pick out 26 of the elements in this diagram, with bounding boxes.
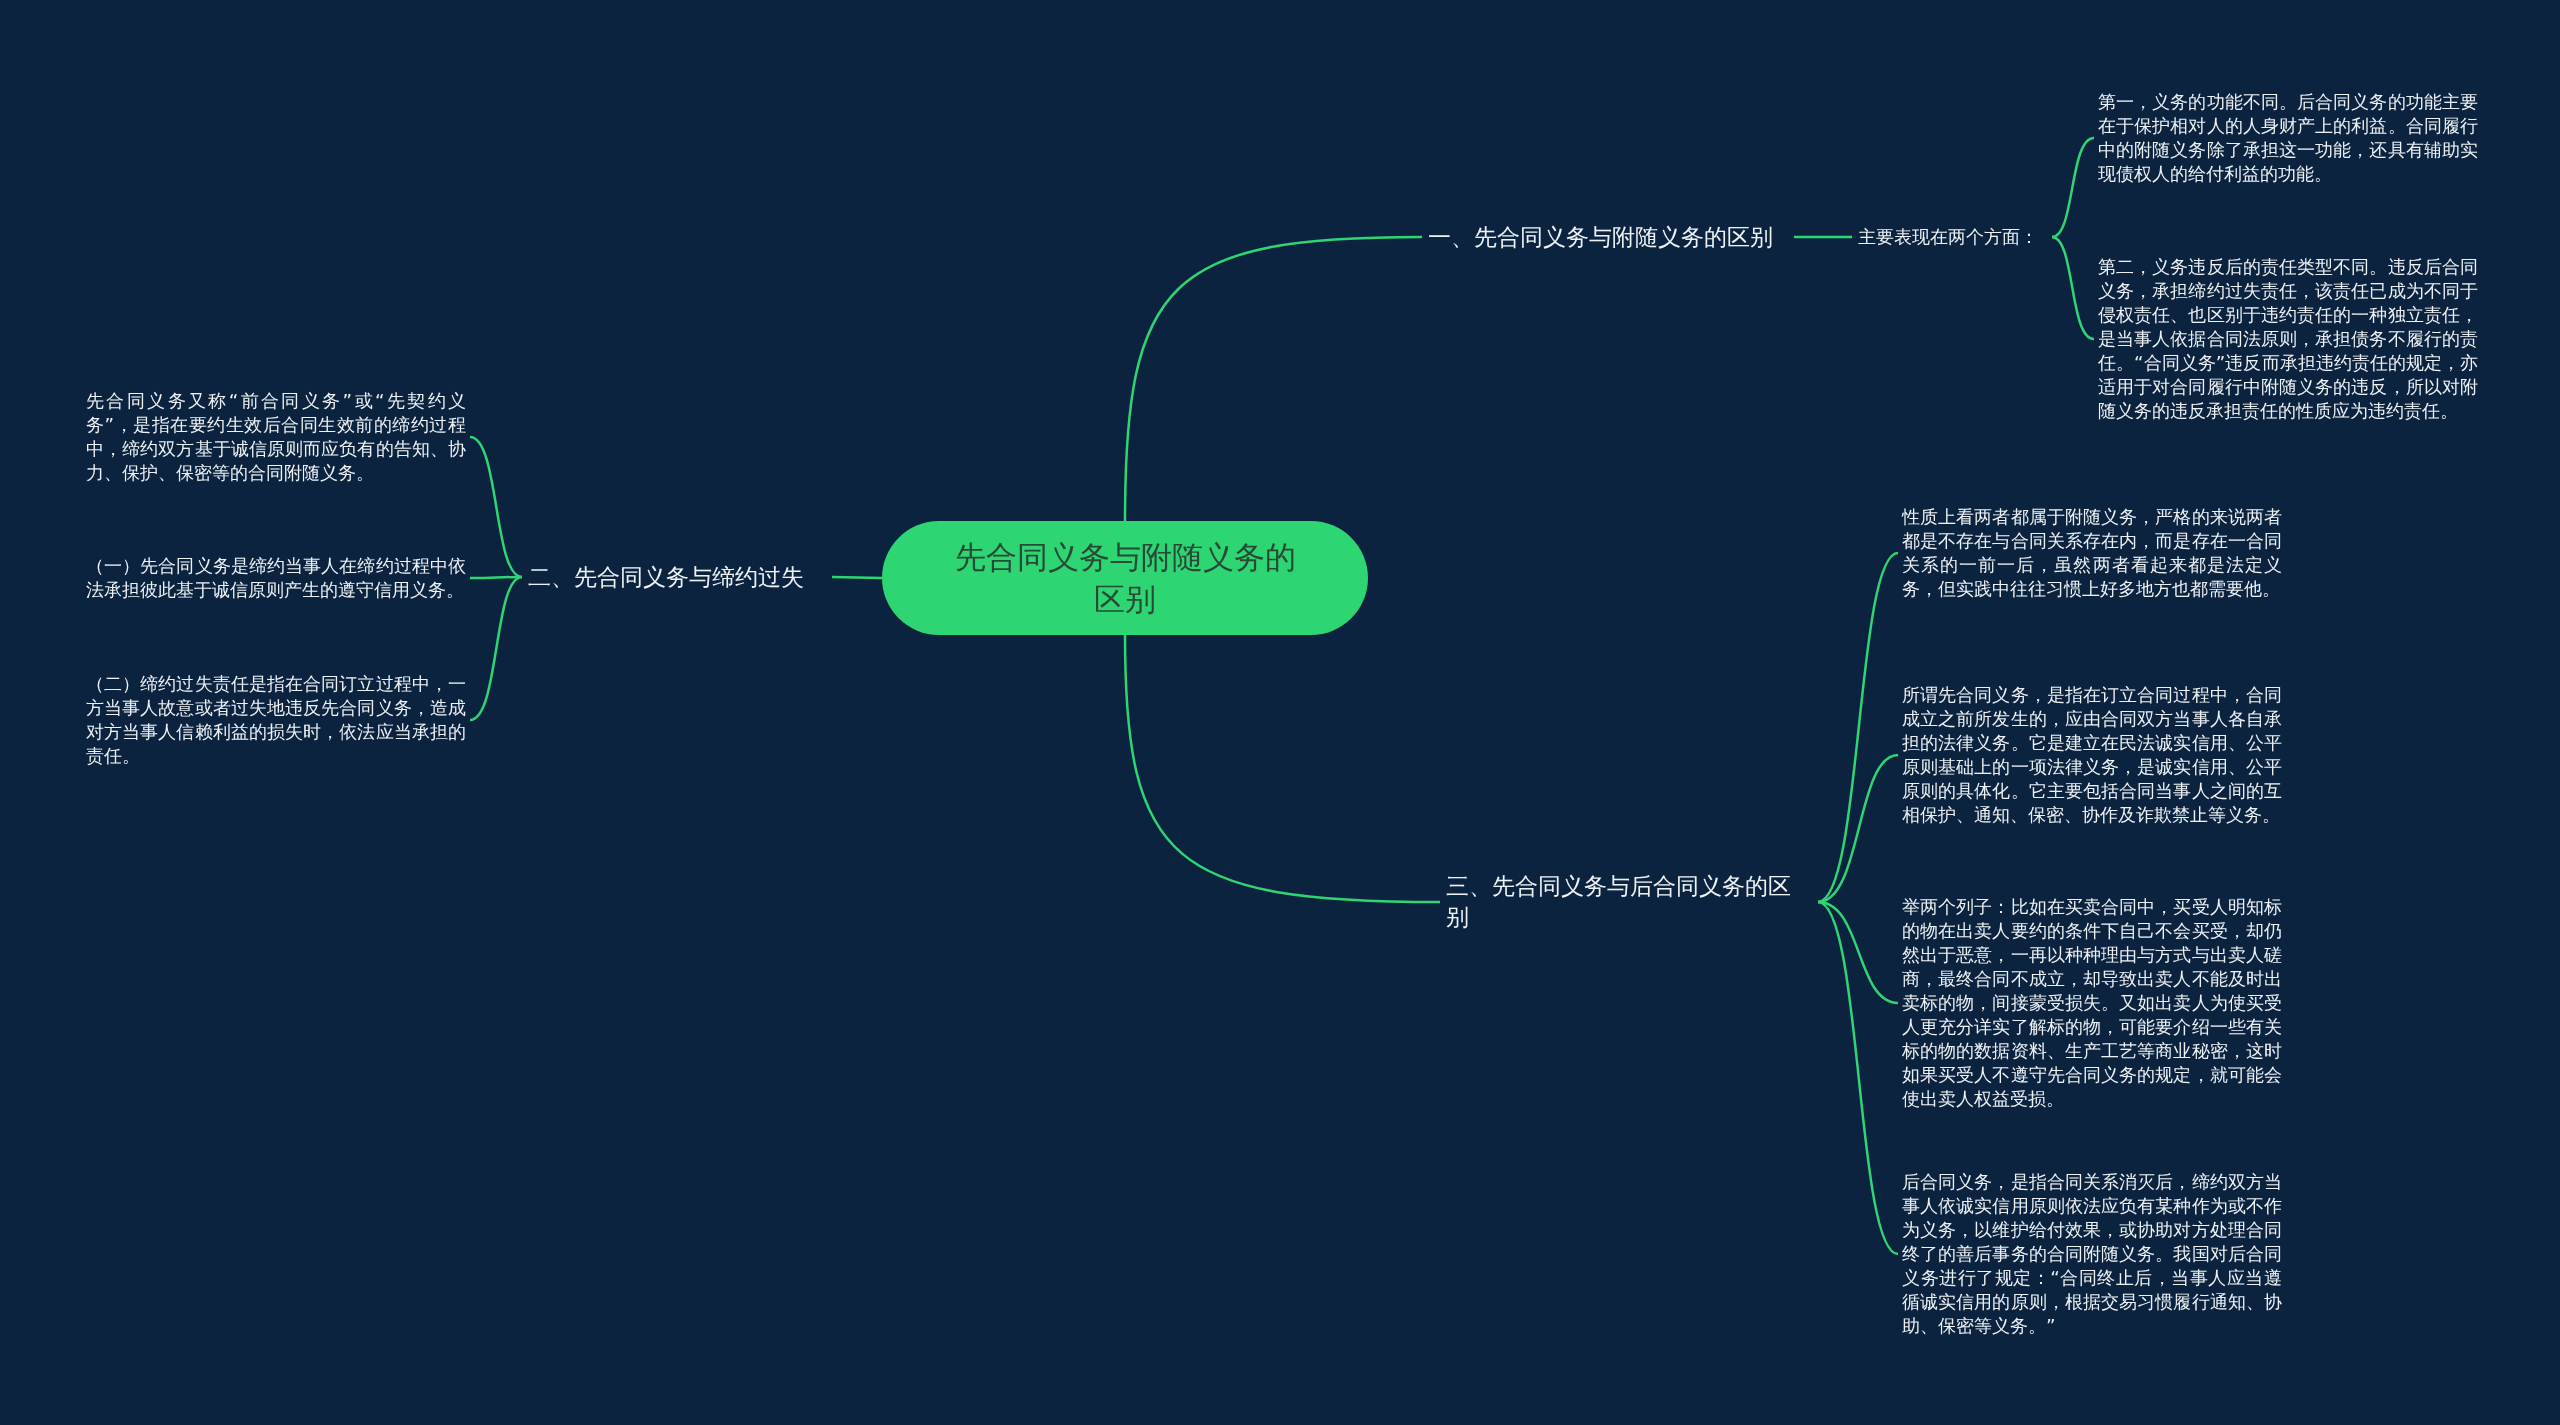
connector-line xyxy=(469,575,523,722)
note-text: 性质上看两者都属于附随义务，严格的来说两者都是不存在与合同关系存在内，而是存在一合同关系的一前一后，虽然两者看起来都是法定义务，但实践中往往习惯上好多地方也都需要他。 xyxy=(1898,505,2286,601)
connector-line xyxy=(2051,235,2095,341)
connector-line xyxy=(1794,235,1852,239)
branch-label: 二、先合同义务与缔约过失 xyxy=(522,561,832,593)
note-text: （一）先合同义务是缔约当事人在缔约过程中依法承担彼此基于诚信原则产生的遵守信用义务。 xyxy=(82,554,470,602)
note-text: 第一，义务的功能不同。后合同义务的功能主要在于保护相对人的人身财产上的利益。合同履行中的附随义务除了承担这一功能，还具有辅助实现债权人的给付利益的功能。 xyxy=(2094,90,2482,186)
note-text: 所谓先合同义务，是指在订立合同过程中，合同成立之前所发生的，应由合同双方当事人各自承担的法律义务。它是建立在民法诚实信用、公平原则基础上的一项法律义务，是诚实信用、公平原则的具体化。它主要包括合同当事人之间的互相保护、通知、保密、协作及诈欺禁止等义务。 xyxy=(1898,683,2286,827)
branch-label: 三、先合同义务与后合同义务的区别 xyxy=(1440,871,1818,933)
sub-branch-label: 主要表现在两个方面： xyxy=(1852,224,2052,250)
connector-line xyxy=(2051,136,2095,239)
connector-line xyxy=(470,575,522,580)
connector-line xyxy=(1817,900,1899,1255)
connector-line xyxy=(1817,552,1899,904)
connector-line xyxy=(1817,753,1899,904)
connector-line xyxy=(1123,634,1440,904)
branch-label: 一、先合同义务与附随义务的区别 xyxy=(1422,221,1794,253)
note-text: （二）缔约过失责任是指在合同订立过程中，一方当事人故意或者过失地违反先合同义务，造成对方当事人信赖利益的损失时，依法应当承担的责任。 xyxy=(82,672,470,768)
note-text: 后合同义务，是指合同关系消灭后，缔约双方当事人依诚实信用原则依法应负有某种作为或不作为义务，以维护给付效果，或协助对方处理合同终了的善后事务的合同附随义务。我国对后合同义务进行了规定：“合同终止后，当事人应当遵循诚实信用的原则，根据交易习惯履行通知、协助、保密等义务。” xyxy=(1898,1170,2286,1338)
connector-line xyxy=(832,575,882,580)
connector-line xyxy=(469,435,523,579)
note-text: 举两个列子：比如在买卖合同中，买受人明知标的物在出卖人要约的条件下自己不会买受，却仍然出于恶意，一再以种种理由与方式与出卖人磋商，最终合同不成立，却导致出卖人不能及时出卖标的物，间接蒙受损失。又如出卖人为使买受人更充分详实了解标的物，可能要介绍一些有关标的物的数据资料、生产工艺等商业秘密，这时如果买受人不遵守先合同义务的规定，就可能会使出卖人权益受损。 xyxy=(1898,895,2286,1111)
note-text: 第二，义务违反后的责任类型不同。违反后合同义务，承担缔约过失责任，该责任已成为不同于侵权责任、也区别于违约责任的一种独立责任，是当事人依据合同法原则，承担债务不履行的责任。“合同义务”违反而承担违约责任的规定，亦适用于对合同履行中附随义务的违反，所以对附随义务的违反承担责任的性质应为违约责任。 xyxy=(2094,255,2482,423)
central-topic-pill: 先合同义务与附随义务的区别 xyxy=(882,521,1368,635)
connector-line xyxy=(1123,235,1423,522)
note-text: 先合同义务又称“前合同义务”或“先契约义务”，是指在要约生效后合同生效前的缔约过程中，缔约双方基于诚信原则而应负有的告知、协力、保护、保密等的合同附随义务。 xyxy=(82,389,470,485)
